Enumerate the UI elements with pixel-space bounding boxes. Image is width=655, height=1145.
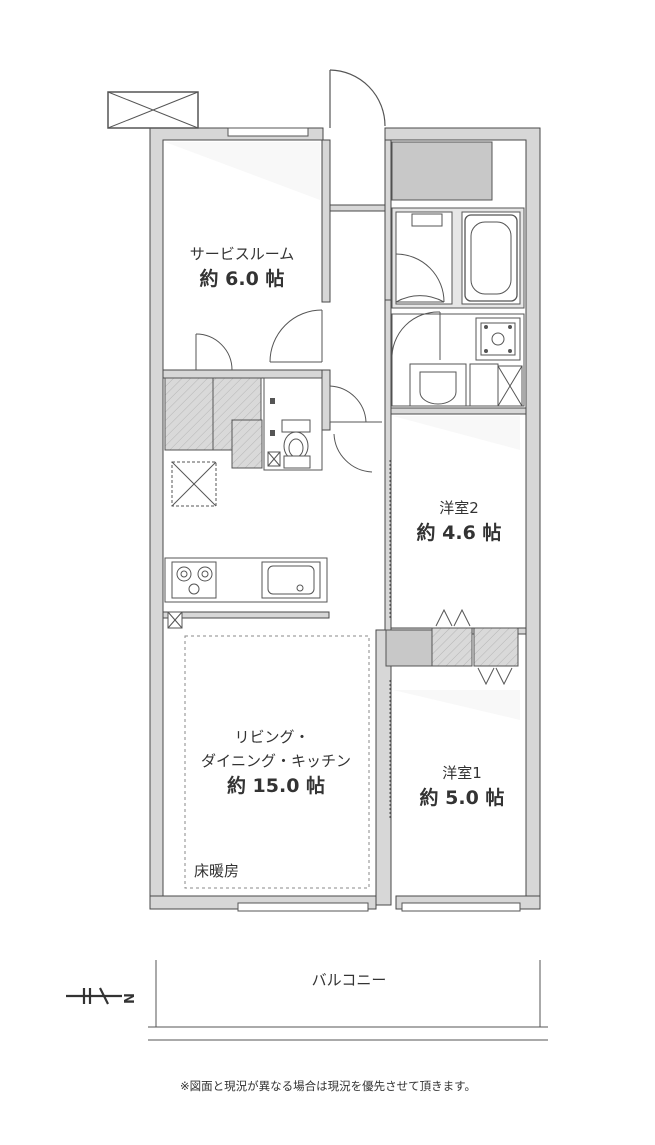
entrance-door-icon: [329, 69, 386, 128]
stove-icon: [171, 561, 217, 599]
closet-door-icon: [435, 608, 513, 686]
floor-heating-label: 床暖房: [194, 862, 239, 880]
western-room-closets: [385, 627, 519, 667]
ldk-label-2: ダイニング・キッチン: [201, 752, 351, 770]
sink-icon: [261, 561, 321, 599]
washbasin-icon: [409, 363, 467, 407]
ldk-size: 約 15.0 帖: [227, 774, 325, 797]
ldk-label-1: リビング・: [234, 728, 309, 746]
balcony: [148, 960, 548, 1041]
washroom: [391, 311, 525, 407]
vent-icon: [497, 365, 523, 407]
shoe-storage: [391, 141, 493, 201]
western1-label: 洋室1: [442, 764, 482, 782]
kitchen-counter: [164, 557, 328, 603]
compass-label: N: [120, 993, 135, 1004]
closet-door-icon: [195, 333, 233, 371]
western2-size: 約 4.6 帖: [417, 521, 502, 544]
vent-icon: [171, 461, 217, 507]
service-room-size: 約 6.0 帖: [200, 267, 285, 290]
service-room-label: サービスルーム: [190, 245, 295, 263]
washroom-door-icon: [391, 311, 441, 361]
compass-icon: [66, 987, 122, 1005]
floor-heating-area: [184, 635, 370, 889]
toilet-door-icon: [329, 385, 382, 473]
bath-door-icon: [395, 253, 445, 303]
room-shading: [165, 142, 520, 720]
western2-label: 洋室2: [439, 499, 479, 517]
windows: [227, 127, 521, 912]
balcony-label: バルコニー: [312, 971, 387, 989]
service-room-door-icon: [269, 309, 323, 363]
vent-icon: [167, 611, 183, 629]
washing-machine-pan-icon: [475, 317, 521, 361]
storage: [164, 377, 263, 469]
bathroom: [391, 207, 525, 309]
bathtub-icon: [464, 214, 518, 302]
western1-size: 約 5.0 帖: [420, 786, 505, 809]
outdoor-unit: [107, 91, 199, 129]
toilet-icon: [281, 419, 311, 469]
toilet-room: [263, 377, 323, 471]
footnote: ※図面と現況が異なる場合は現況を優先させて頂きます。: [180, 1079, 476, 1093]
